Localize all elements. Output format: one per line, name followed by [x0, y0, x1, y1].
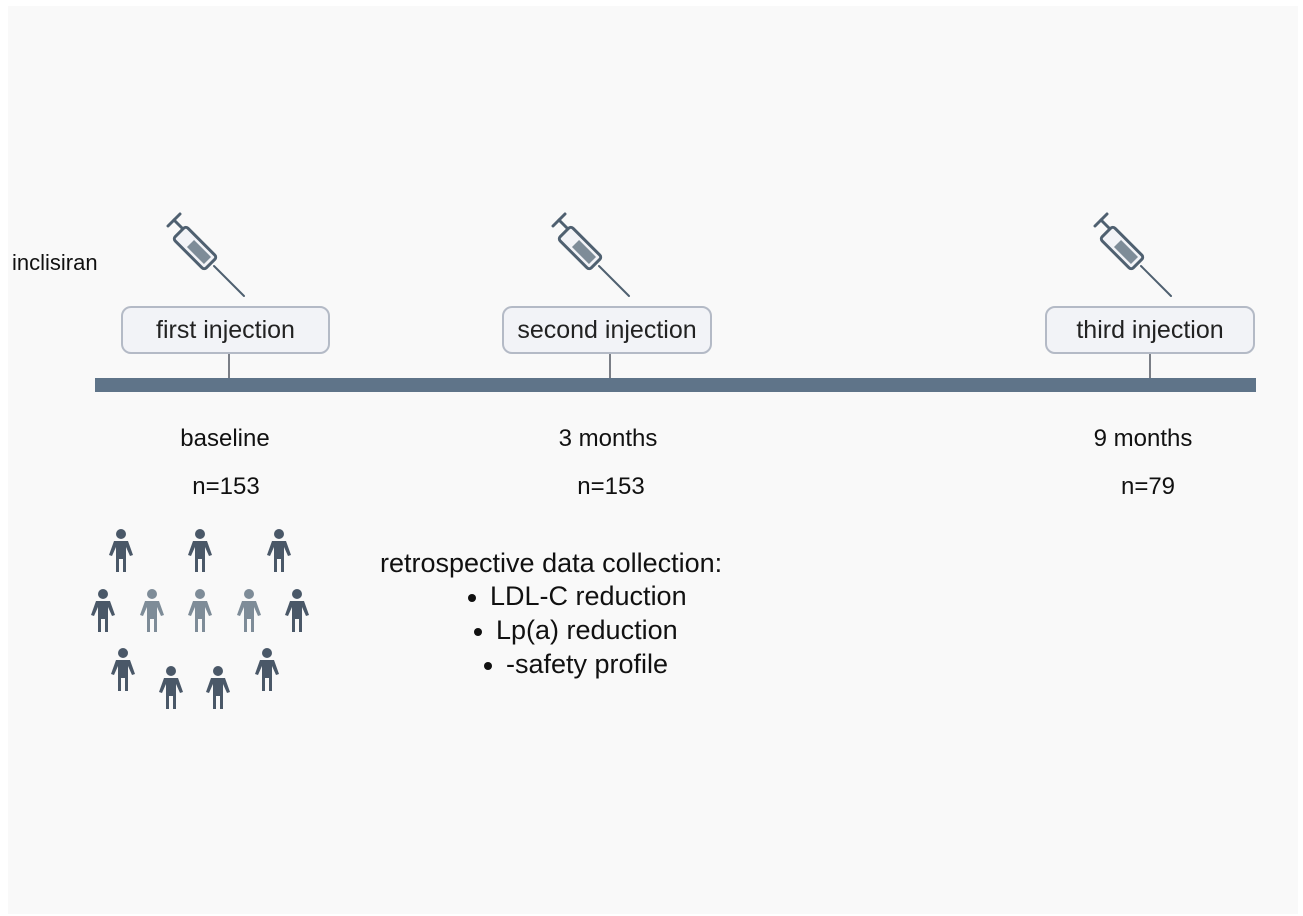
- connector-line: [609, 354, 611, 378]
- diagram-canvas: [8, 6, 1298, 914]
- n-label-baseline: n=153: [192, 473, 260, 500]
- person-icon: [159, 666, 183, 709]
- data-collection-title: retrospective data collection:: [380, 548, 723, 578]
- person-icon: [188, 589, 212, 632]
- list-item: Lp(a) reduction: [380, 613, 722, 647]
- person-icon: [111, 648, 135, 691]
- time-label-3-months: 3 months: [558, 425, 658, 452]
- drug-label: inclisiran: [12, 250, 98, 275]
- bullet-icon: [468, 593, 476, 602]
- third-injection-box: third injection: [1045, 306, 1255, 354]
- person-icon: [285, 589, 309, 632]
- person-icon: [237, 589, 261, 632]
- person-icon: [140, 589, 164, 632]
- second-injection-box: second injection: [502, 306, 712, 354]
- time-label-9-months: 9 months: [1093, 425, 1193, 452]
- bullet-icon: [474, 627, 482, 636]
- person-icon: [109, 529, 133, 572]
- n-label-3-months: n=153: [577, 473, 645, 500]
- person-icon: [267, 529, 291, 572]
- first-injection-box: first injection: [121, 306, 330, 354]
- person-icon: [206, 666, 230, 709]
- person-icon: [188, 529, 212, 572]
- person-icon: [91, 589, 115, 632]
- person-icon: [255, 648, 279, 691]
- connector-line: [1149, 354, 1151, 378]
- data-collection-block: retrospective data collection: LDL-C red…: [380, 548, 722, 681]
- list-item: -safety profile: [380, 647, 722, 681]
- syringe-icon: [166, 212, 245, 297]
- timeline-bar: [95, 378, 1256, 392]
- bullet-icon: [484, 661, 492, 670]
- n-label-9-months: n=79: [1120, 473, 1176, 500]
- data-collection-list: LDL-C reduction Lp(a) reduction -safety …: [380, 579, 722, 681]
- list-item: LDL-C reduction: [380, 579, 722, 613]
- syringe-icon: [551, 212, 630, 297]
- connector-line: [228, 354, 230, 378]
- syringe-icon: [1093, 212, 1172, 297]
- time-label-baseline: baseline: [180, 425, 270, 452]
